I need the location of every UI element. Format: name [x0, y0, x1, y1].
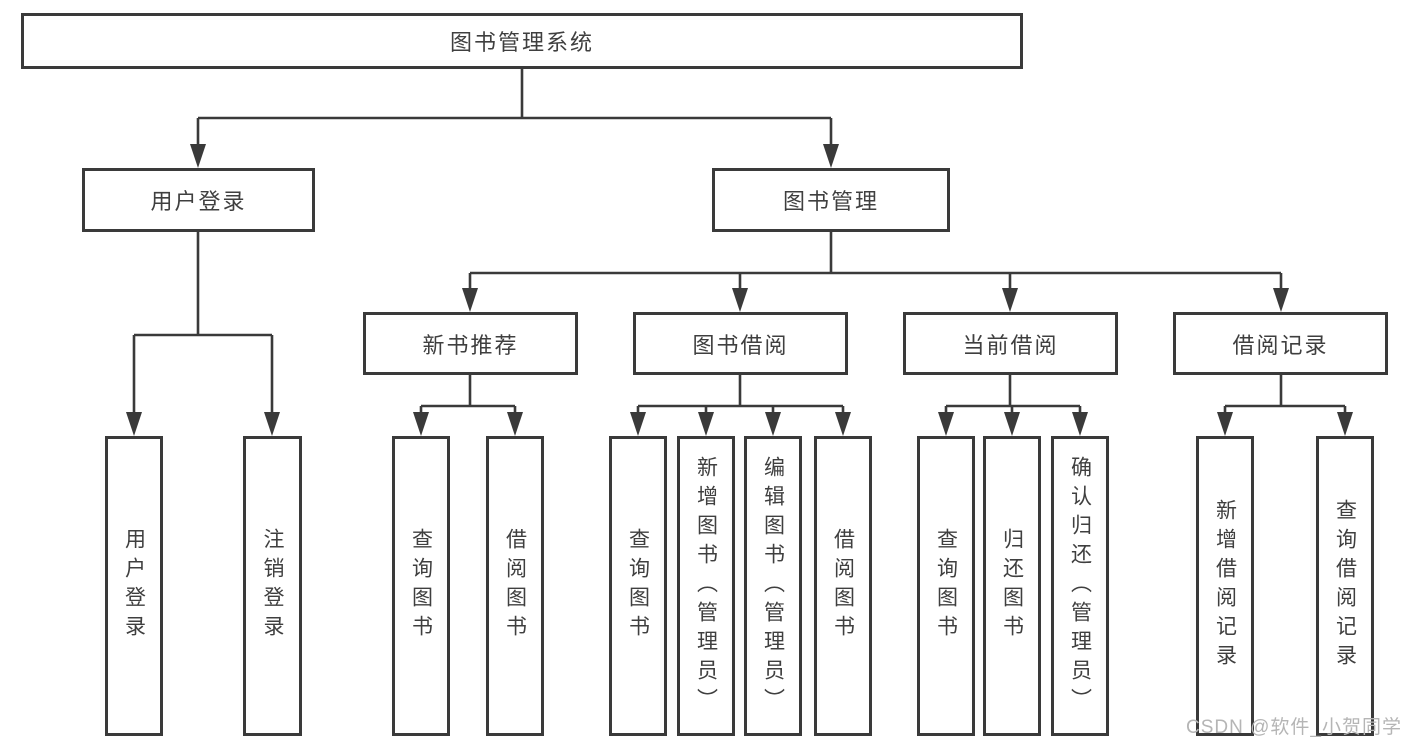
leaf-return-book: 归还图书 — [983, 436, 1041, 736]
arrow-leaf-b3 — [765, 412, 781, 436]
leaf-add-book-admin: 新增图书（管理员） — [677, 436, 735, 736]
arrow-leaf-logout — [264, 412, 280, 436]
node-book-borrowing: 图书借阅 — [633, 312, 848, 375]
node-user-login-label: 用户登录 — [150, 189, 247, 214]
node-root-label: 图书管理系统 — [449, 30, 594, 55]
arrow-leaf-c3 — [1072, 412, 1088, 436]
leaf-query-borrow-record-label: 查询借阅记录 — [1333, 499, 1357, 673]
leaf-logout-label: 注销登录 — [261, 528, 285, 644]
arrow-recommend — [462, 288, 478, 312]
arrow-current — [1002, 288, 1018, 312]
node-current-borrowing: 当前借阅 — [903, 312, 1118, 375]
arrow-leaf-c1 — [938, 412, 954, 436]
arrow-book-management — [823, 144, 839, 168]
arrow-leaf-b2 — [698, 412, 714, 436]
leaf-edit-book-admin-label: 编辑图书（管理员） — [761, 455, 785, 717]
leaf-logout: 注销登录 — [243, 436, 302, 736]
arrow-leaf-rec2 — [1337, 412, 1353, 436]
arrow-leaf-b1 — [630, 412, 646, 436]
leaf-return-book-label: 归还图书 — [1000, 528, 1024, 644]
node-root: 图书管理系统 — [21, 13, 1023, 69]
leaf-user-login: 用户登录 — [105, 436, 163, 736]
leaf-borrow-books: 借阅图书 — [814, 436, 872, 736]
leaf-query-books-recommend-label: 查询图书 — [409, 528, 433, 644]
node-user-login: 用户登录 — [82, 168, 315, 232]
node-new-book-recommend-label: 新书推荐 — [422, 332, 519, 358]
arrow-leaf-b4 — [835, 412, 851, 436]
leaf-query-books-borrowing: 查询图书 — [609, 436, 667, 736]
node-borrowing-records-label: 借阅记录 — [1232, 332, 1329, 358]
leaf-query-books-current: 查询图书 — [917, 436, 975, 736]
leaf-user-login-label: 用户登录 — [122, 528, 146, 644]
node-book-management-label: 图书管理 — [782, 189, 879, 214]
leaf-query-books-borrowing-label: 查询图书 — [626, 528, 650, 644]
arrow-borrowing — [732, 288, 748, 312]
node-new-book-recommend: 新书推荐 — [363, 312, 578, 375]
csdn-watermark: CSDN @软件_小贺同学 — [1186, 717, 1402, 738]
arrowheads — [126, 144, 1353, 436]
leaf-borrow-books-recommend: 借阅图书 — [486, 436, 544, 736]
leaf-query-books-current-label: 查询图书 — [934, 528, 958, 644]
node-current-borrowing-label: 当前借阅 — [962, 332, 1059, 358]
node-book-management: 图书管理 — [712, 168, 950, 232]
arrow-records — [1273, 288, 1289, 312]
node-borrowing-records: 借阅记录 — [1173, 312, 1388, 375]
arrow-leaf-login — [126, 412, 142, 436]
arrow-user-login — [190, 144, 206, 168]
leaf-edit-book-admin: 编辑图书（管理员） — [744, 436, 802, 736]
leaf-add-borrow-record: 新增借阅记录 — [1196, 436, 1254, 736]
leaf-borrow-books-label: 借阅图书 — [831, 528, 855, 644]
arrow-leaf-r2 — [507, 412, 523, 436]
leaf-query-borrow-record: 查询借阅记录 — [1316, 436, 1374, 736]
arrow-leaf-c2 — [1004, 412, 1020, 436]
leaf-query-books-recommend: 查询图书 — [392, 436, 450, 736]
arrow-leaf-rec1 — [1217, 412, 1233, 436]
node-book-borrowing-label: 图书借阅 — [692, 332, 789, 358]
leaf-borrow-books-recommend-label: 借阅图书 — [503, 528, 527, 644]
leaf-add-borrow-record-label: 新增借阅记录 — [1213, 499, 1237, 673]
leaf-confirm-return-admin-label: 确认归还（管理员） — [1068, 455, 1092, 717]
arrow-leaf-r1 — [413, 412, 429, 436]
leaf-confirm-return-admin: 确认归还（管理员） — [1051, 436, 1109, 736]
leaf-add-book-admin-label: 新增图书（管理员） — [694, 455, 718, 717]
